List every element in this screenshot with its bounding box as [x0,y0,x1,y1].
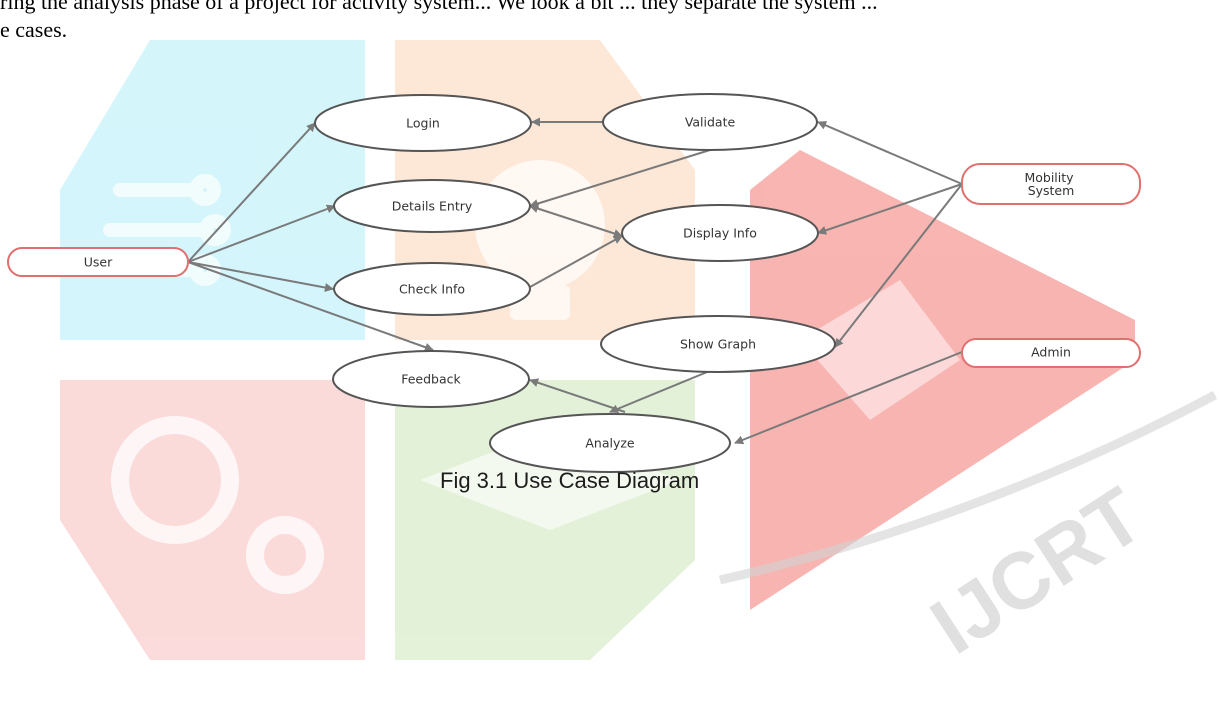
use-case-show-graph [600,315,836,373]
use-case-analyze [489,413,731,473]
gear-icon [111,416,324,594]
intro-line-2: e cases. [0,17,68,42]
use-case-feedback [332,350,530,408]
intro-line-1: ring the analysis phase of a project for… [0,0,878,14]
edge-graph-analyze [609,369,713,414]
use-cases [314,93,836,473]
use-case-validate [602,93,818,151]
edge-mobility-validate [817,121,963,185]
use-case-validate-label: Validate [685,115,736,130]
actor-mobility-system-label: Mobility System [1024,170,1077,198]
edge-check-display [529,235,623,288]
labels: User Mobility System Admin Login Validat… [84,115,1077,451]
actor-user [7,247,189,277]
use-case-login-label: Login [406,116,440,131]
use-case-check-info [333,262,531,316]
intro-paragraph: ring the analysis phase of a project for… [0,0,878,44]
actor-admin-label: Admin [1031,345,1071,360]
edge-feedback-analyze [529,378,626,413]
edge-user-feedback [187,261,434,352]
actor-admin [961,338,1141,368]
edge-user-check [187,261,334,292]
figure-caption: Fig 3.1 Use Case Diagram [440,468,700,493]
actor-mobility-system [961,163,1141,205]
use-case-details-entry [333,179,531,233]
watermark-logo-text: IJCRT [916,470,1158,671]
use-case-display-info-label: Display Info [683,226,757,241]
edge-user-login [187,122,316,263]
watermark-red-panel [750,150,1135,610]
use-case-details-entry-label: Details Entry [392,199,473,214]
edge-user-details [187,204,336,263]
watermark-swoosh [718,391,1218,585]
actor-user-label: User [84,255,113,270]
book-icon [800,280,960,420]
use-case-login [314,94,532,152]
actor-mobility-line1: Mobility [1024,170,1074,185]
edge-admin-analyze [734,351,963,445]
actors [7,163,1141,368]
edge-mobility-display [817,183,963,235]
use-case-show-graph-label: Show Graph [680,337,756,352]
actor-mobility-line2: System [1028,183,1075,198]
edge-mobility-graph [834,183,963,348]
use-case-display-info [621,204,819,262]
use-case-feedback-label: Feedback [401,372,461,387]
edge-details-display [529,204,623,238]
edge-validate-details [529,149,711,208]
use-case-analyze-label: Analyze [585,436,635,451]
diagram-edges [187,117,963,445]
use-case-check-info-label: Check Info [399,282,465,297]
